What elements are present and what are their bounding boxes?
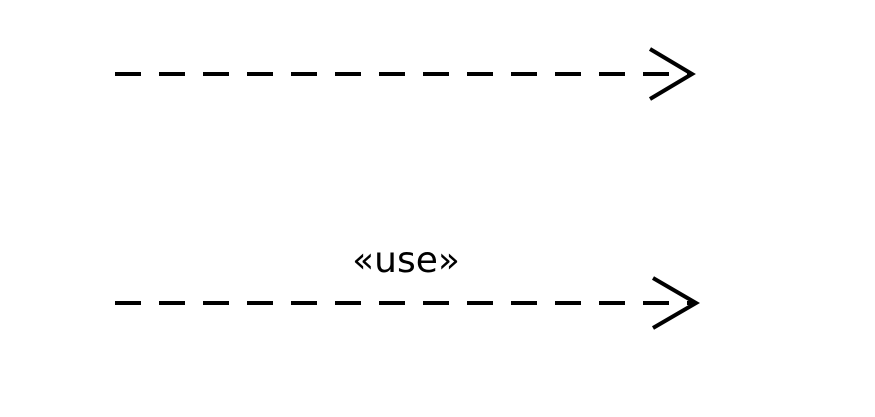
stereotype-label: «use» [352, 240, 460, 281]
dependency-arrow-plain [115, 47, 696, 101]
open-arrowhead-icon [651, 276, 700, 330]
dependency-arrow-use: «use» [115, 240, 700, 330]
open-arrowhead-icon [648, 47, 696, 101]
